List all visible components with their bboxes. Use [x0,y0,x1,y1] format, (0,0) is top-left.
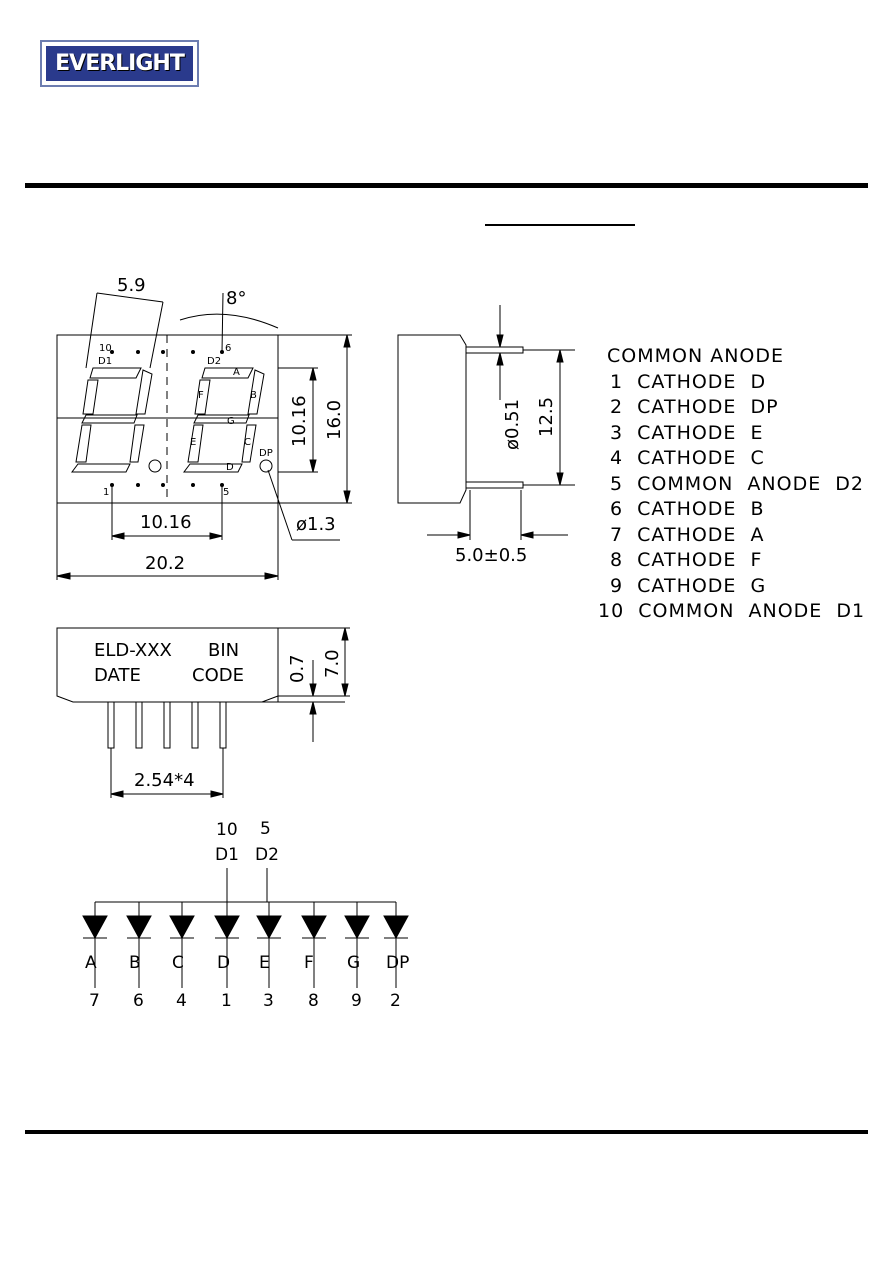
pin-row: 5 COMMON ANODE D2 [610,473,864,495]
d2-label: D2 [207,356,221,367]
pin-number-label: 8 [308,991,319,1011]
dim-digit-width: 5.9 [117,275,146,296]
segment-label: E [259,953,270,973]
pin-row: 3 CATHODE E [610,422,764,444]
pin-number-label: 2 [390,991,401,1011]
dim-pin-diameter: ø0.51 [502,399,523,450]
marking-part-number: ELD-XXX [94,640,172,661]
seg-dp-label: DP [259,448,273,459]
anode-d1-name: D1 [215,845,239,865]
digit-2-segments [183,367,273,473]
seg-b-label: B [250,390,257,401]
section-heading-underline [485,224,635,226]
front-view [56,292,352,580]
pin-5-label: 5 [223,487,229,498]
seg-a-label: A [233,367,240,378]
pin-table-header: COMMON ANODE [607,345,784,367]
dim-body-height: 16.0 [324,400,345,440]
everlight-logo: EVERLIGHT [40,40,199,87]
segment-label: G [347,953,360,973]
dim-tilt-angle: 8° [226,288,246,309]
d1-label: D1 [98,356,112,367]
side-view [397,305,575,540]
pin-number-label: 1 [221,991,232,1011]
dim-pin-offset: 5.0±0.5 [455,545,527,566]
pin-row: 6 CATHODE B [610,498,765,520]
anode-d2-name: D2 [255,845,279,865]
pin-number-label: 3 [263,991,274,1011]
seg-g-label: G [227,416,235,427]
pin-number-label: 7 [89,991,100,1011]
logo-text: EVERLIGHT [46,46,193,81]
pin-1-label: 1 [103,487,109,498]
dim-depth: 7.0 [322,649,343,678]
footer-rule [25,1130,868,1134]
pin-row: 10 COMMON ANODE D1 [598,600,865,622]
seg-e-label: E [190,437,196,448]
seg-c-label: C [244,437,251,448]
pin-number-label: 9 [351,991,362,1011]
pin-row: 1 CATHODE D [610,371,766,393]
pin-number-label: 4 [176,991,187,1011]
seg-f-label: F [198,390,204,401]
pin-row: 7 CATHODE A [610,524,765,546]
segment-label: D [217,953,230,973]
segment-label: DP [386,953,409,973]
dim-digit-pitch: 10.16 [140,512,192,533]
dim-pin-length: 12.5 [536,397,557,437]
segment-label: C [172,953,184,973]
pin-number-label: 6 [133,991,144,1011]
pin-row: 8 CATHODE F [610,549,762,571]
anode-d2-pin: 5 [260,819,271,839]
marking-date: DATE [94,665,141,686]
segment-label: A [85,953,97,973]
schematic [82,868,409,988]
pin-row: 2 CATHODE DP [610,396,779,418]
diode-array [82,902,409,988]
anode-d1-pin: 10 [216,820,238,840]
pin-row: 4 CATHODE C [610,447,765,469]
dim-dp-diameter: ø1.3 [296,514,336,535]
pin-6-label: 6 [225,343,231,354]
dim-segment-height: 10.16 [289,395,310,447]
dim-standoff: 0.7 [287,654,308,683]
bottom-view [56,627,350,798]
pin-10-label: 10 [99,343,112,354]
marking-bin: BIN [208,640,239,661]
dim-pin-pitch: 2.54*4 [134,770,195,791]
pin-dots [110,350,224,487]
pin-table: COMMON ANODE 1 CATHODE D 2 CATHODE DP 3 … [598,345,865,622]
pin-row: 9 CATHODE G [610,575,766,597]
header-rule [25,183,868,188]
segment-label: B [129,953,141,973]
dim-total-width: 20.2 [145,553,185,574]
seg-d-label: D [226,462,234,473]
marking-code: CODE [192,665,244,686]
segment-label: F [304,953,314,973]
digit-1-segments [71,367,162,473]
bottom-pins [107,701,227,749]
diode-labels: A 7 B 6 C 4 D 1 E 3 F 8 G 9 DP 2 [85,953,409,1011]
